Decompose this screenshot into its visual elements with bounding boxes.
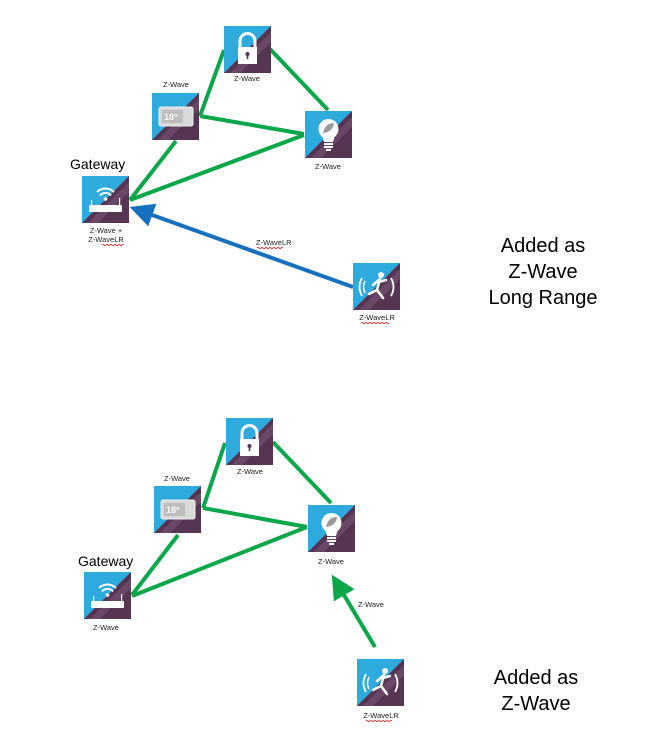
long-range-link-arrow bbox=[129, 203, 354, 289]
motion-sensor-node[interactable]: Z-WaveLR bbox=[353, 263, 400, 325]
link-lock-thermostat bbox=[201, 442, 227, 509]
lock-node[interactable]: Z-Wave bbox=[226, 418, 273, 476]
motion-sensor-label: Z-WaveLR bbox=[359, 313, 395, 322]
bulb-node[interactable]: Z-Wave bbox=[308, 505, 355, 566]
motion-sensor-label: Z-WaveLR bbox=[363, 711, 399, 720]
link-thermostat-bulb bbox=[199, 114, 305, 136]
mesh-link-arrow bbox=[331, 574, 377, 649]
top-caption: Added as Z-Wave Long Range bbox=[489, 235, 598, 309]
spellcheck-underline bbox=[365, 719, 393, 723]
link-thermostat-bulb bbox=[202, 506, 308, 529]
link-lock-thermostat bbox=[198, 49, 226, 117]
lock-label: Z-Wave bbox=[234, 74, 260, 83]
bulb-node[interactable]: Z-Wave bbox=[305, 111, 352, 171]
gateway-node[interactable]: Gateway Z-Wave bbox=[78, 553, 133, 632]
thermostat-reading: 18° bbox=[164, 112, 178, 122]
gateway-title: Gateway bbox=[78, 553, 133, 569]
link-label: Z-Wave bbox=[358, 600, 384, 609]
caption-line: Z-Wave bbox=[508, 261, 577, 283]
lock-icon bbox=[226, 418, 273, 465]
gateway-label: Z-Wave bbox=[93, 623, 119, 632]
caption-line: Added as bbox=[501, 235, 586, 257]
caption-line: Long Range bbox=[489, 287, 598, 309]
lock-icon bbox=[224, 26, 271, 73]
gateway-label-1: Z-Wave + bbox=[90, 226, 123, 235]
router-icon bbox=[82, 176, 129, 223]
bulb-label: Z-Wave bbox=[315, 162, 341, 171]
caption-line: Z-Wave bbox=[501, 693, 570, 715]
motion-sensor-node[interactable]: Z-WaveLR bbox=[357, 659, 404, 723]
link-bulb-gateway bbox=[129, 133, 305, 202]
link-thermostat-gateway bbox=[130, 533, 180, 597]
lock-node[interactable]: Z-Wave bbox=[224, 26, 271, 83]
router-icon bbox=[84, 572, 131, 619]
thermostat-reading: 18° bbox=[166, 505, 180, 515]
link-label: Z-WaveLR bbox=[256, 238, 292, 247]
light-bulb-icon bbox=[308, 505, 355, 552]
gateway-label-2: Z-WaveLR bbox=[88, 235, 124, 244]
bottom-caption: Added as Z-Wave bbox=[494, 667, 579, 715]
spellcheck-underline bbox=[101, 243, 125, 247]
gateway-node[interactable]: Gateway Z-Wave + Z-WaveLR bbox=[70, 156, 129, 247]
thermostat-node[interactable]: Z-Wave 18° bbox=[152, 80, 199, 140]
spellcheck-underline bbox=[256, 246, 284, 250]
link-lock-bulb bbox=[271, 440, 333, 505]
caption-line: Added as bbox=[494, 667, 579, 689]
gateway-title: Gateway bbox=[70, 156, 125, 172]
link-bulb-gateway bbox=[131, 525, 308, 598]
motion-sensor-icon bbox=[353, 263, 400, 310]
bulb-label: Z-Wave bbox=[318, 557, 344, 566]
bottom-diagram: Z-Wave Z-Wave Z-Wave 18° Z-Wave Gateway … bbox=[78, 418, 579, 723]
thermostat-node[interactable]: Z-Wave 18° bbox=[154, 474, 201, 533]
link-lock-bulb bbox=[268, 47, 330, 112]
lock-label: Z-Wave bbox=[237, 467, 263, 476]
light-bulb-icon bbox=[305, 111, 352, 158]
thermostat-label: Z-Wave bbox=[163, 80, 189, 89]
spellcheck-underline bbox=[360, 321, 390, 325]
link-thermostat-gateway bbox=[128, 139, 178, 202]
top-diagram: Z-WaveLR Z-Wave Z-Wave 18° Z-Wave Gatewa… bbox=[70, 26, 598, 325]
motion-sensor-icon bbox=[357, 659, 404, 706]
thermostat-label: Z-Wave bbox=[164, 474, 190, 483]
